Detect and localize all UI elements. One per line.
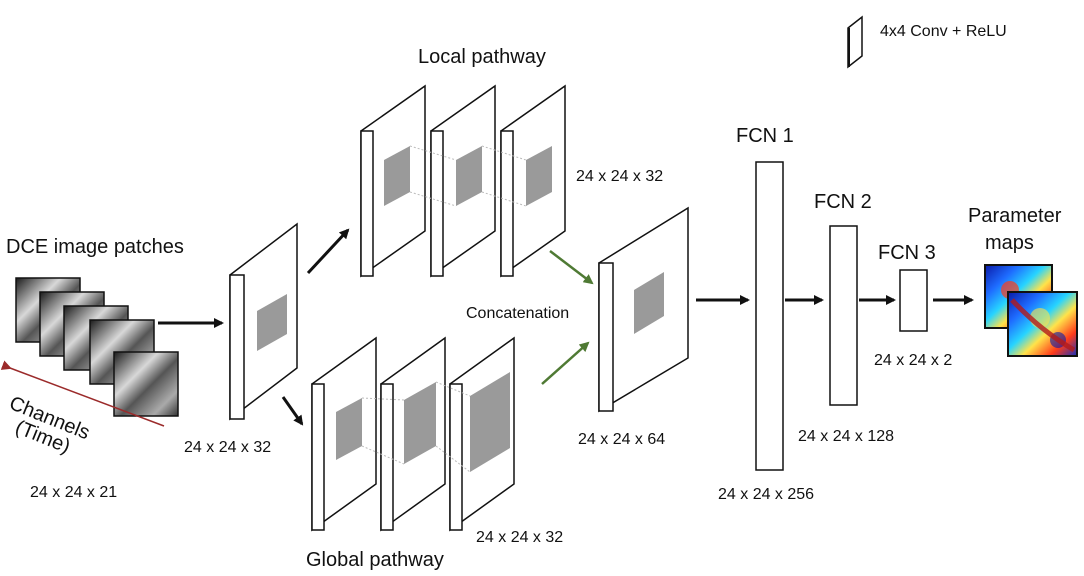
parameter-map-2 — [1007, 291, 1078, 357]
fcn2-title: FCN 2 — [814, 191, 872, 213]
fcn3-layer: FCN 3 24 x 24 x 2 — [874, 242, 952, 369]
global-pathway-title: Global pathway — [306, 549, 444, 571]
local-conv-block-3 — [500, 84, 566, 278]
patch-stack — [15, 277, 179, 417]
fcn2-layer: FCN 2 24 x 24 x 128 — [798, 191, 894, 445]
arrow-local-to-concat — [549, 250, 594, 285]
output-title-line1: Parameter — [968, 205, 1062, 227]
parameter-maps: Parameter maps — [968, 205, 1078, 357]
local-pathway-dims: 24 x 24 x 32 — [576, 168, 663, 185]
input-title: DCE image patches — [6, 236, 184, 258]
concat-label: Concatenation — [466, 305, 569, 322]
local-conv-block-1 — [360, 84, 426, 278]
local-kernel-links — [409, 145, 527, 207]
channel-arrow — [0, 360, 165, 427]
arrow-global-to-concat — [541, 341, 590, 385]
legend-conv-block-icon — [847, 15, 863, 69]
first-conv-block: 24 x 24 x 32 — [184, 222, 298, 456]
fcn3-title: FCN 3 — [878, 242, 936, 264]
local-conv-block-2 — [430, 84, 496, 278]
fcn1-title: FCN 1 — [736, 125, 794, 147]
arrow-to-global-pathway — [281, 396, 304, 426]
legend-label: 4x4 Conv + ReLU — [880, 23, 1007, 40]
global-kernel-links — [361, 381, 471, 473]
input-image-patches: DCE image patches Channels (Time) 24 x 2… — [0, 236, 184, 501]
global-conv-block-3 — [449, 336, 515, 532]
global-conv-block-1 — [311, 336, 377, 532]
global-pathway-dims: 24 x 24 x 32 — [476, 529, 563, 546]
local-pathway-title: Local pathway — [418, 46, 546, 68]
first-conv-dims: 24 x 24 x 32 — [184, 439, 271, 456]
global-pathway: Global pathway 24 x 24 x 32 — [306, 336, 563, 571]
concat-dims: 24 x 24 x 64 — [578, 431, 665, 448]
input-dims: 24 x 24 x 21 — [30, 484, 117, 501]
fcn2-dims: 24 x 24 x 128 — [798, 428, 894, 445]
arrow-to-local-pathway — [306, 228, 350, 275]
output-title-line2: maps — [985, 232, 1034, 254]
fcn1-layer: FCN 1 24 x 24 x 256 — [718, 125, 814, 503]
legend: 4x4 Conv + ReLU — [847, 15, 1007, 69]
concat-block: 24 x 24 x 64 — [578, 206, 689, 448]
fcn3-dims: 24 x 24 x 2 — [874, 352, 952, 369]
kernel-icon — [257, 294, 287, 351]
local-pathway: Local pathway 24 x 24 x 32 — [360, 46, 663, 278]
fcn1-dims: 24 x 24 x 256 — [718, 486, 814, 503]
global-conv-block-2 — [380, 336, 446, 532]
kernel-icon — [634, 272, 664, 334]
